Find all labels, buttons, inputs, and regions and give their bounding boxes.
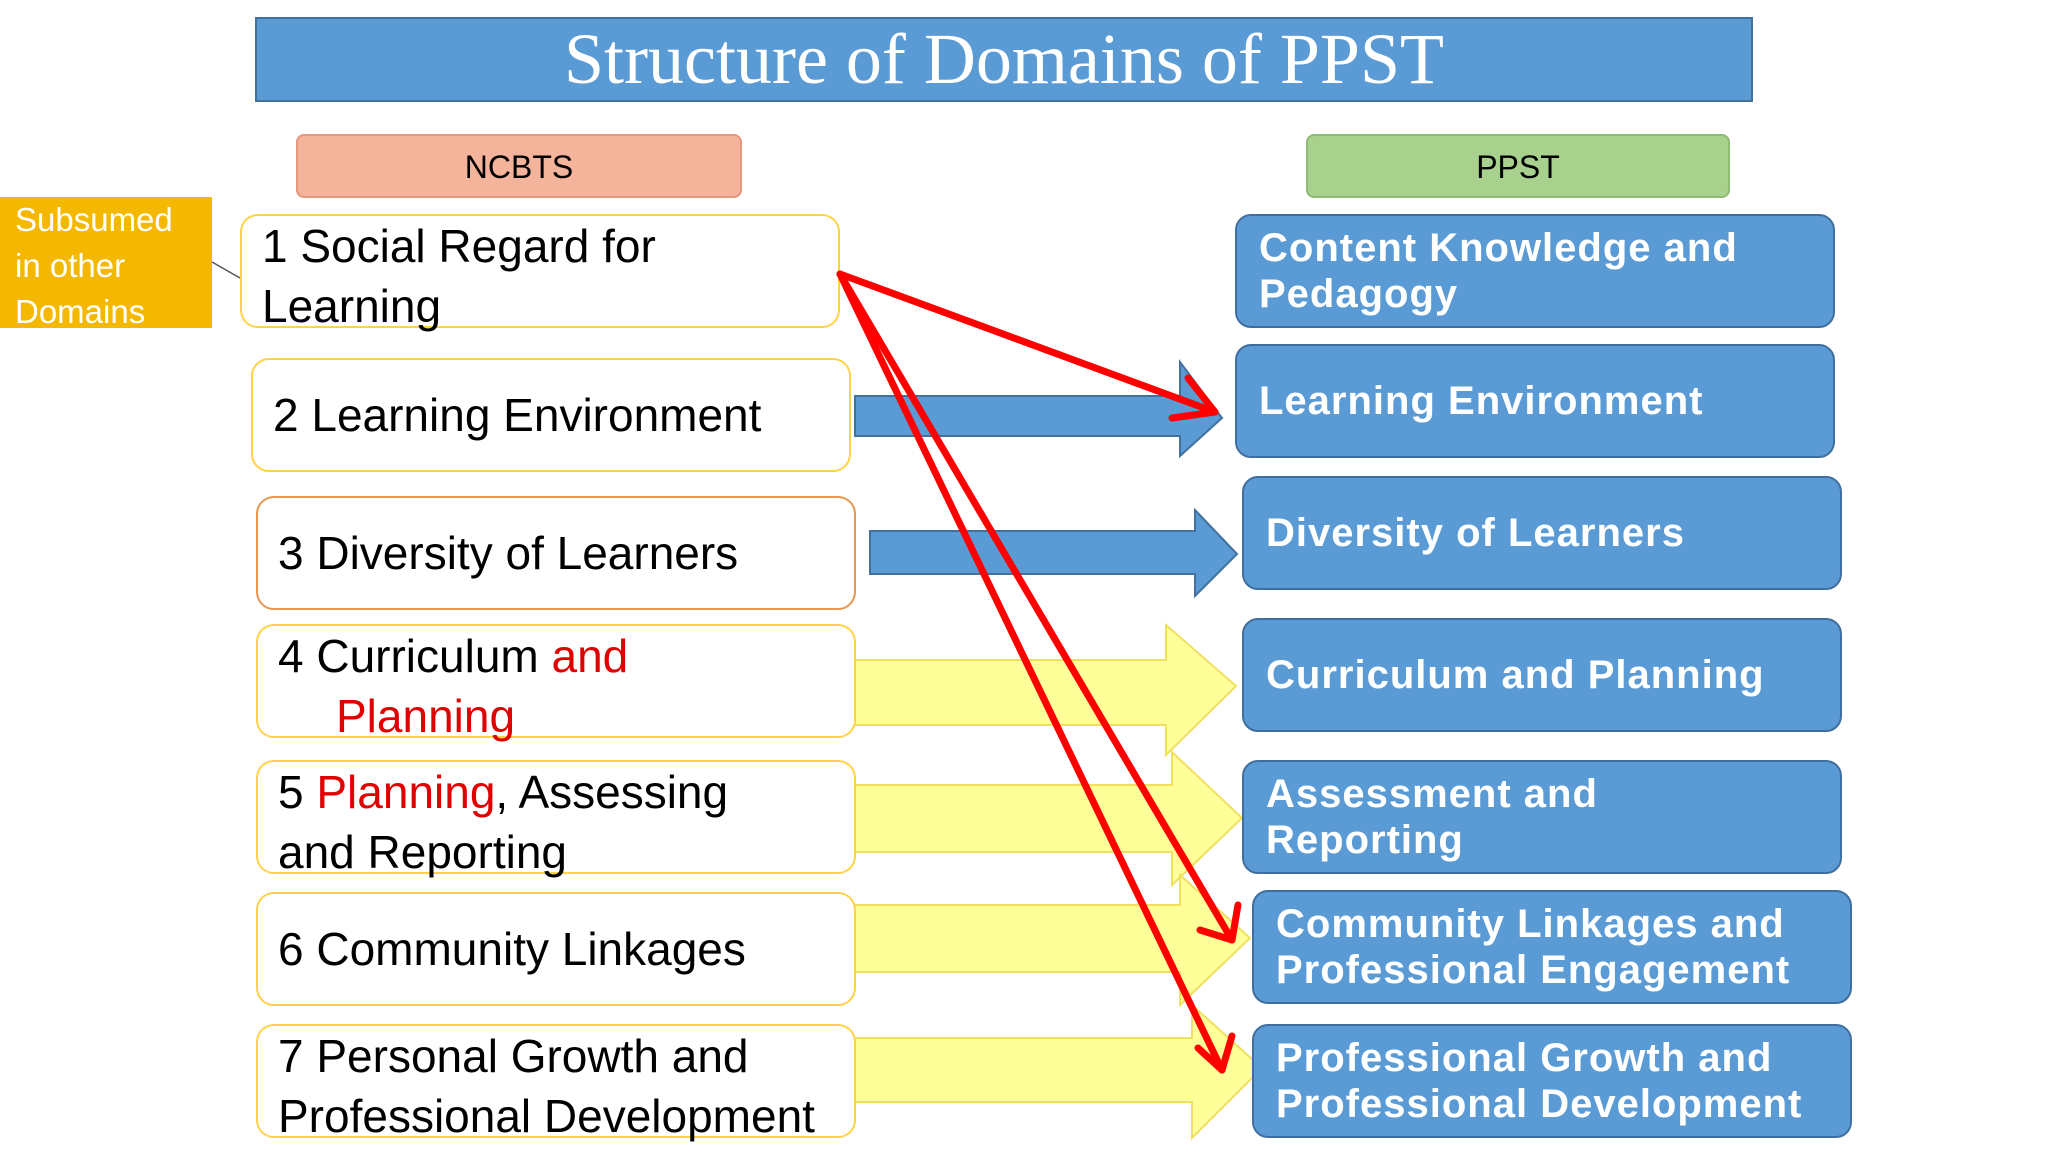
page-title: Structure of Domains of PPST [255, 17, 1753, 102]
ppst-domain-5: Assessment and Reporting [1242, 760, 1842, 874]
ppst-domain-1-line1: Content Knowledge and [1259, 226, 1738, 270]
ppst-domain-4: Curriculum and Planning [1242, 618, 1842, 732]
ncbts-domain-5-line2: and Reporting [278, 826, 567, 878]
ppst-domain-2-line1: Learning Environment [1259, 379, 1704, 423]
yellow-arrow-assessment [794, 749, 1244, 888]
ppst-domain-3-line1: Diversity of Learners [1266, 511, 1685, 555]
ppst-header: PPST [1306, 134, 1730, 198]
ncbts-domain-2-line1: 2 Learning Environment [273, 389, 762, 441]
ncbts-domain-4-text: 4 Curriculum [278, 630, 552, 682]
ppst-domain-5-line1: Assessment and [1266, 772, 1598, 816]
ncbts-domain-6: 6 Community Linkages [256, 892, 856, 1006]
ncbts-header: NCBTS [296, 134, 742, 198]
ncbts-domain-5-text-a: 5 [278, 766, 317, 818]
yellow-arrow-professional-growth [814, 1002, 1264, 1141]
ncbts-domain-3-line1: 3 Diversity of Learners [278, 527, 739, 579]
subsumed-note: Subsumed in other Domains [0, 197, 212, 330]
ncbts-domain-7-line2: Professional Development [278, 1090, 815, 1142]
ncbts-domain-3: 3 Diversity of Learners [256, 496, 856, 610]
red-arrow-to-professional-growth [836, 270, 1226, 1074]
ppst-domain-2: Learning Environment [1235, 344, 1835, 458]
blue-arrow-diversity [869, 507, 1239, 599]
ncbts-domain-7-line1: 7 Personal Growth and [278, 1030, 749, 1082]
ppst-domain-7-line2: Professional Development [1276, 1082, 1803, 1126]
blue-arrow-learning-environment [854, 359, 1224, 459]
subsumed-connector-line [211, 261, 241, 279]
ppst-domain-5-line2: Reporting [1266, 818, 1464, 862]
ncbts-domain-1-line1: 1 Social Regard for [262, 220, 656, 272]
red-arrow-to-community-linkages [836, 270, 1236, 944]
red-arrowhead-professional-growth [1194, 1032, 1236, 1074]
red-arrowhead-community-linkages [1196, 901, 1242, 944]
red-arrowhead-learning-environment [1168, 374, 1219, 422]
ppst-domain-7: Professional Growth and Professional Dev… [1252, 1024, 1852, 1138]
ncbts-domain-5-highlight: Planning [316, 766, 496, 818]
ppst-domain-6: Community Linkages and Professional Enga… [1252, 890, 1852, 1004]
ppst-domain-6-line1: Community Linkages and [1276, 902, 1785, 946]
ppst-domain-1-line2: Pedagogy [1259, 272, 1459, 316]
ppst-domain-3: Diversity of Learners [1242, 476, 1842, 590]
ppst-domain-1: Content Knowledge and Pedagogy [1235, 214, 1835, 328]
ncbts-domain-2: 2 Learning Environment [251, 358, 851, 472]
ncbts-domain-1: 1 Social Regard for Learning [240, 214, 840, 332]
ncbts-domain-4-highlight: and [551, 630, 629, 682]
ppst-domain-7-line1: Professional Growth and [1276, 1036, 1773, 1080]
ppst-domain-6-line2: Professional Engagement [1276, 948, 1791, 992]
ncbts-domain-4: 4 Curriculum and Planning [256, 624, 856, 742]
ncbts-domain-4-line2: Planning [336, 690, 516, 742]
ncbts-domain-5-text-c: , Assessing [495, 766, 729, 818]
ncbts-domain-6-line1: 6 Community Linkages [278, 923, 746, 975]
ncbts-domain-1-line2: Learning [262, 280, 442, 332]
ncbts-domain-7: 7 Personal Growth and Professional Devel… [256, 1024, 856, 1142]
red-arrow-to-learning-environment [836, 270, 1219, 416]
yellow-arrow-community [804, 872, 1252, 1008]
ppst-domain-4-line1: Curriculum and Planning [1266, 653, 1765, 697]
ncbts-domain-5: 5 Planning, Assessing and Reporting [256, 760, 856, 878]
